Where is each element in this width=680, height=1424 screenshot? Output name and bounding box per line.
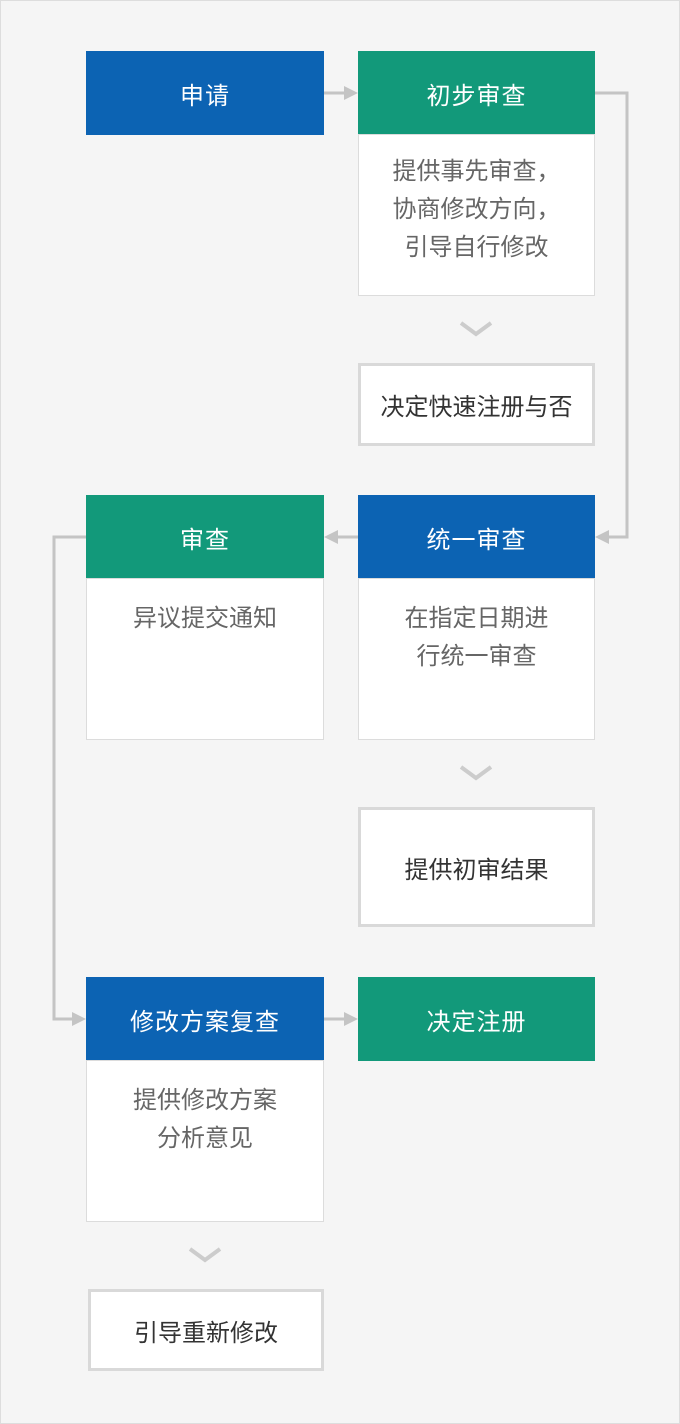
step-preliminary-result: 决定快速注册与否 (358, 363, 595, 446)
chevron-down-icon (459, 765, 493, 781)
step-unified-desc-line: 在指定日期进 (404, 604, 549, 632)
step-apply-header: 申请 (86, 51, 324, 135)
step-unified-card: 在指定日期进 行统一审查 (358, 578, 595, 740)
step-preliminary-card: 提供事先审查， 协商修改方向， 引导自行修改 (358, 134, 595, 296)
step-unified-result: 提供初审结果 (358, 807, 595, 927)
step-apply-title: 申请 (180, 81, 230, 110)
step-unified-title: 统一审查 (426, 525, 527, 554)
step-preliminary-desc-line: 引导自行修改 (404, 233, 549, 261)
step-review-desc-line: 异议提交通知 (133, 604, 277, 632)
step-amend-title: 修改方案复查 (130, 1007, 280, 1036)
step-review-header: 审查 (86, 495, 324, 579)
step-amend-header: 修改方案复查 (86, 977, 324, 1061)
chevron-down-icon (459, 321, 493, 337)
step-preliminary-result-text: 决定快速注册与否 (380, 393, 573, 421)
step-review-card: 异议提交通知 (86, 578, 324, 740)
chevron-down-icon (188, 1247, 222, 1263)
step-amend-card: 提供修改方案 分析意见 (86, 1060, 324, 1222)
step-register-title: 决定注册 (426, 1007, 527, 1036)
step-review-title: 审查 (180, 525, 230, 554)
step-register-header: 决定注册 (358, 977, 595, 1061)
step-unified-desc-line: 行统一审查 (416, 642, 537, 670)
step-amend-desc-line: 提供修改方案 (133, 1086, 277, 1114)
step-preliminary-title: 初步审查 (426, 81, 527, 110)
step-unified-result-text: 提供初审结果 (404, 855, 549, 884)
step-amend-desc-line: 分析意见 (157, 1124, 253, 1152)
step-preliminary-desc-line: 协商修改方向， (392, 195, 561, 223)
step-unified-header: 统一审查 (358, 495, 595, 579)
step-preliminary-desc-line: 提供事先审查， (392, 157, 561, 185)
step-amend-result: 引导重新修改 (88, 1289, 324, 1371)
step-amend-result-text: 引导重新修改 (134, 1318, 278, 1347)
step-preliminary-header: 初步审查 (358, 51, 595, 135)
